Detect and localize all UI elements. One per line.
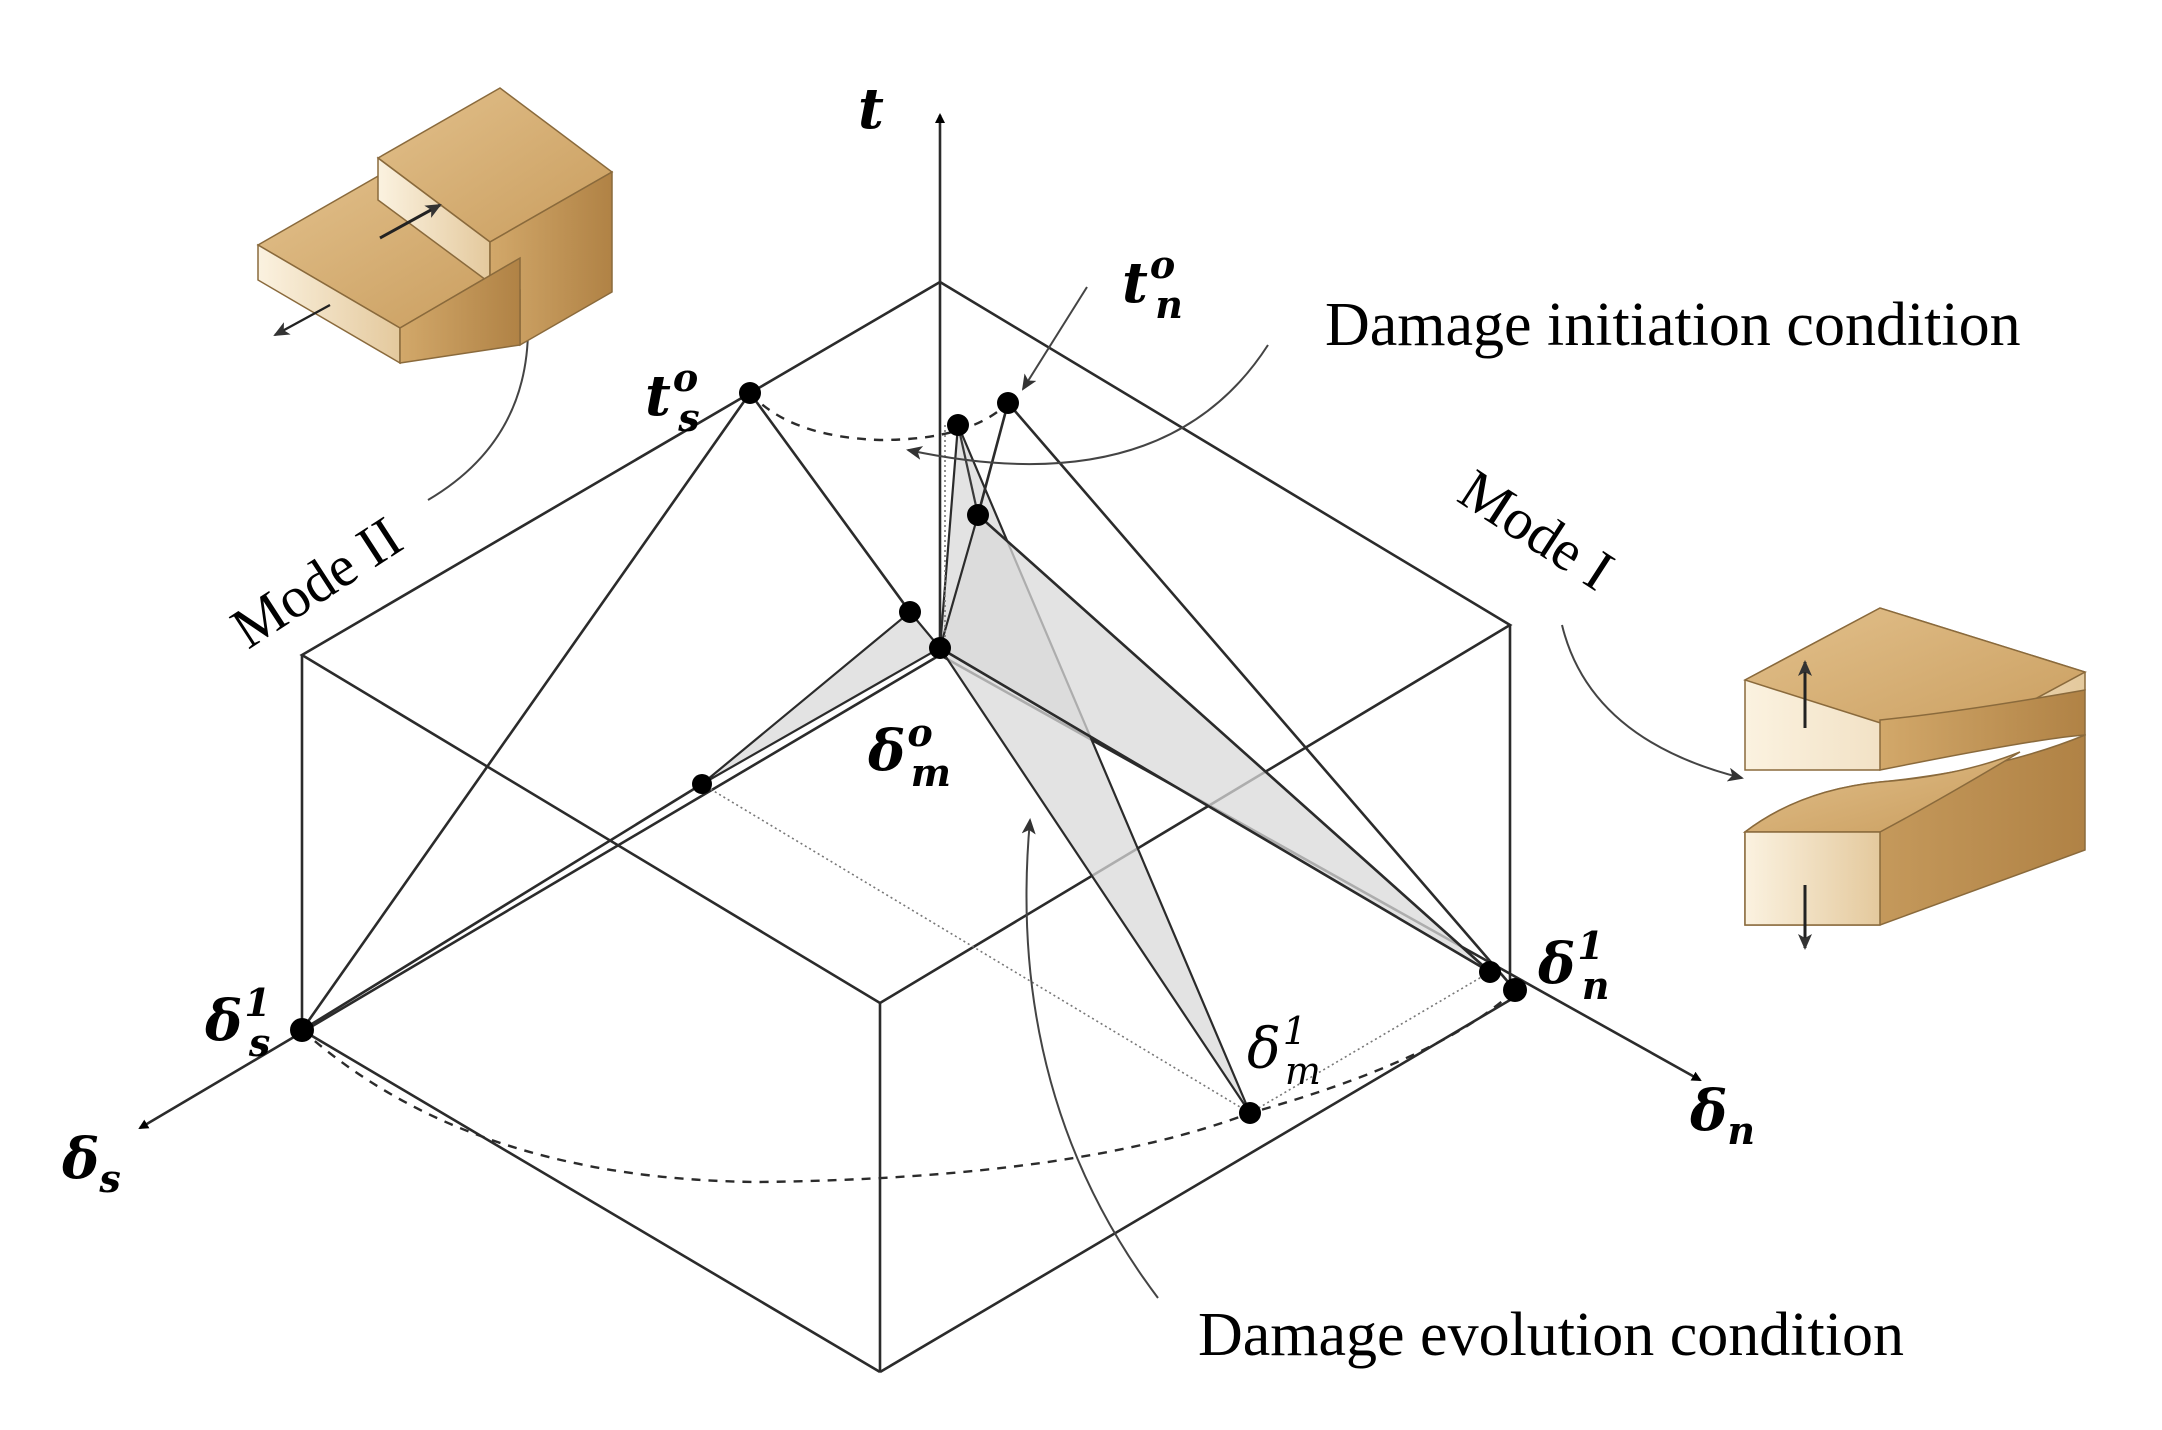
point-mode-i-knee <box>967 504 989 526</box>
traction-lines <box>300 392 1516 1032</box>
shear-specimen-icon <box>256 87 614 365</box>
point-t-n-o <box>997 392 1019 414</box>
delta-s-axis-label: δs <box>61 1126 121 1201</box>
point-mode-ii-knee <box>899 601 921 623</box>
initiation-arc <box>749 392 1009 442</box>
envelope-curves <box>301 392 1516 1184</box>
point-delta-m-o <box>929 637 951 659</box>
t-n-o-pointer <box>1021 286 1088 391</box>
point-delta-n-1 <box>1503 978 1527 1002</box>
callouts <box>427 286 1744 1299</box>
mode-i-callout <box>1561 624 1744 782</box>
initiation-callout <box>906 344 1269 466</box>
t-axis-label: t <box>858 76 884 142</box>
damage-evolution-label: Damage evolution condition <box>1198 1301 1904 1369</box>
delta-s-axis <box>138 653 941 1130</box>
mode-ii-label: Mode II <box>220 504 413 661</box>
key-points <box>290 382 1527 1124</box>
point-t-m-o <box>947 414 969 436</box>
evolution-callout <box>1021 818 1159 1299</box>
point-delta-n-1-inner <box>1479 961 1501 983</box>
point-t-s-o <box>739 382 761 404</box>
evolution-arc <box>301 989 1516 1184</box>
mode-i-label: Mode I <box>1448 456 1625 603</box>
damage-initiation-label: Damage initiation condition <box>1325 291 2021 359</box>
point-delta-m-1 <box>1239 1102 1261 1124</box>
point-delta-s-mid <box>692 774 712 794</box>
mode-ii-callout <box>427 321 536 501</box>
box-frame <box>299 280 1513 1374</box>
opening-specimen-icon <box>1742 607 2087 950</box>
damage-surfaces <box>701 424 1491 1114</box>
point-delta-s-1 <box>290 1018 314 1042</box>
mode-ii-triangle <box>701 610 942 785</box>
delta-n-axis-label: δn <box>1689 1078 1755 1153</box>
